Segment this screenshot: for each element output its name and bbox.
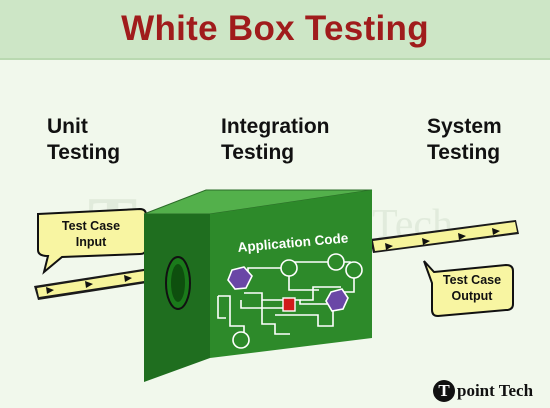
output-callout-line2: Output: [452, 289, 494, 303]
title-banner: White Box Testing: [0, 0, 550, 60]
logo-text: point Tech: [457, 381, 534, 400]
red-node-icon: [282, 297, 296, 312]
input-callout-line2: Input: [76, 235, 107, 249]
arrow-right-icon: [85, 281, 93, 288]
system-testing-label: System Testing: [427, 115, 502, 164]
arrow-right-icon: [46, 287, 54, 294]
code-circuit: [217, 253, 363, 349]
arrow-right-icon: [492, 228, 500, 235]
page-title: White Box Testing: [121, 9, 429, 48]
output-pipe: [370, 220, 519, 253]
arrow-right-icon: [458, 233, 466, 240]
input-callout: Test Case Input: [37, 207, 147, 275]
integration-testing-label: Integration Testing: [221, 115, 330, 164]
arrow-right-icon: [422, 238, 430, 245]
application-box: [143, 189, 373, 382]
arrow-right-icon: [385, 243, 393, 250]
arrow-right-icon: [124, 275, 132, 282]
input-callout-line1: Test Case: [62, 219, 120, 233]
unit-testing-label: Unit Testing: [47, 115, 121, 164]
output-callout-line1: Test Case: [443, 273, 501, 287]
purple-node-icon: [227, 266, 253, 290]
purple-node-icon: [325, 288, 349, 312]
tpoint-tech-logo: T point Tech: [433, 378, 533, 404]
output-callout: Test Case Output: [423, 260, 514, 318]
logo-mark: T: [433, 380, 455, 402]
